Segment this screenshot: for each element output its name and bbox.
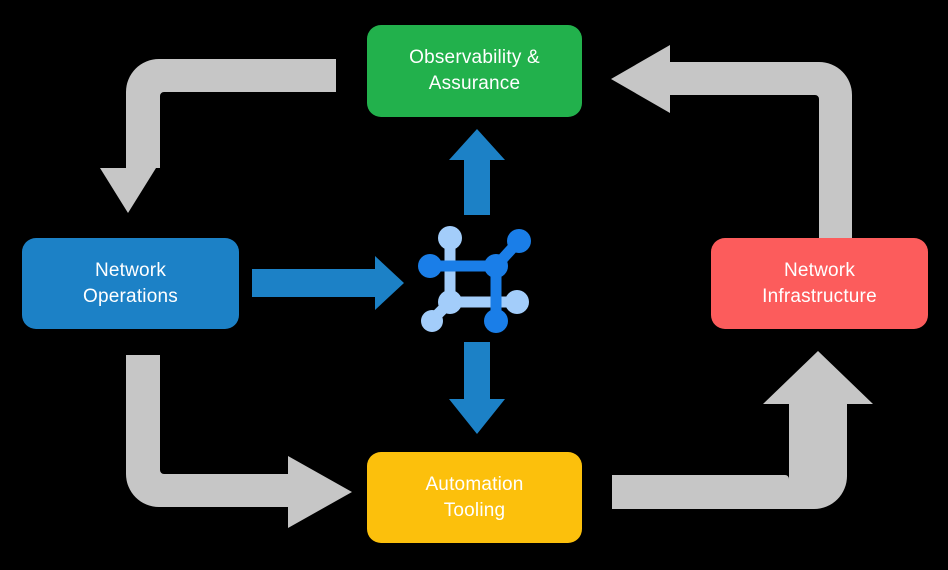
gray-arrow-4 [612,351,873,509]
blue-arrow-center-to-observability [449,129,505,215]
blue-arrow-netops-to-center [252,256,404,310]
node-box-network-operations[interactable]: Network Operations [22,238,239,329]
blue-arrow-center-to-automation [449,342,505,434]
network-topology-icon [418,226,531,333]
node-box-observability-assurance[interactable]: Observability & Assurance [367,25,582,117]
node-box-network-infrastructure[interactable]: Network Infrastructure [711,238,928,329]
network-icon-nodes-primary [418,229,531,333]
gray-arrow-3 [126,355,352,528]
network-icon-nodes-secondary [421,226,529,332]
gray-arrow-1 [100,59,336,213]
gray-arrow-2 [611,45,852,246]
node-box-automation-tooling[interactable]: Automation Tooling [367,452,582,543]
